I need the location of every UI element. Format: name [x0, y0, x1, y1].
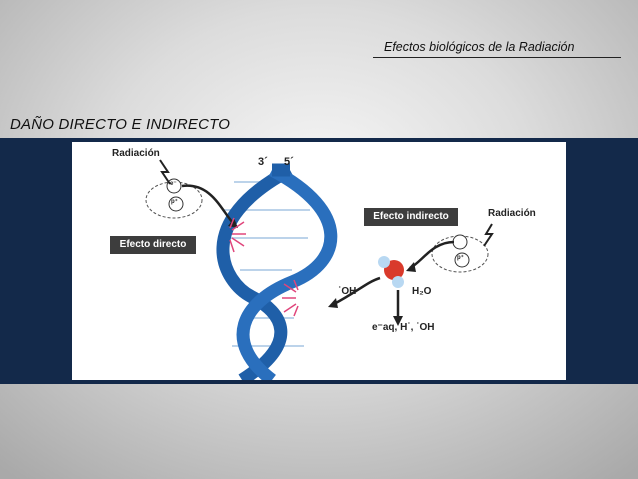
damage-burst-right [282, 279, 299, 317]
electron-label: e⁻ [170, 181, 177, 187]
damage-burst-left [229, 217, 246, 253]
strand-3-label: 3´ [258, 156, 268, 168]
slide-heading: DAÑO DIRECTO E INDIRECTO [10, 116, 231, 133]
header-title: Efectos biológicos de la Radiación [384, 40, 575, 54]
dna-damage-figure: Radiación Radiación 3´ 5´ Efecto directo… [72, 142, 566, 380]
oh-radical-label: ˙OH [338, 286, 357, 297]
strand-5-label: 5´ [284, 156, 294, 168]
lightning-right-icon [483, 223, 494, 247]
dna-strand-b [236, 164, 338, 380]
radiation-label-right: Radiación [488, 208, 536, 219]
water-label: H₂O [412, 286, 432, 297]
direct-arrow [181, 184, 235, 225]
water-molecule-icon [378, 256, 404, 288]
radiation-label-left: Radiación [112, 148, 160, 159]
direct-effect-label: Efecto directo [110, 236, 196, 254]
lightning-left-icon [159, 159, 171, 185]
dna-strand-a [216, 164, 294, 380]
atom-left [145, 178, 203, 219]
header-underline [373, 57, 621, 58]
proton-label-right: p⁺ [457, 255, 464, 261]
dna-diagram [145, 159, 494, 380]
indirect-effect-label: Efecto indirecto [364, 208, 458, 226]
oh-arrow [333, 276, 381, 306]
proton-label-left: p⁺ [171, 199, 178, 205]
products-label: e⁻aq, H˙, ˙OH [372, 322, 435, 333]
